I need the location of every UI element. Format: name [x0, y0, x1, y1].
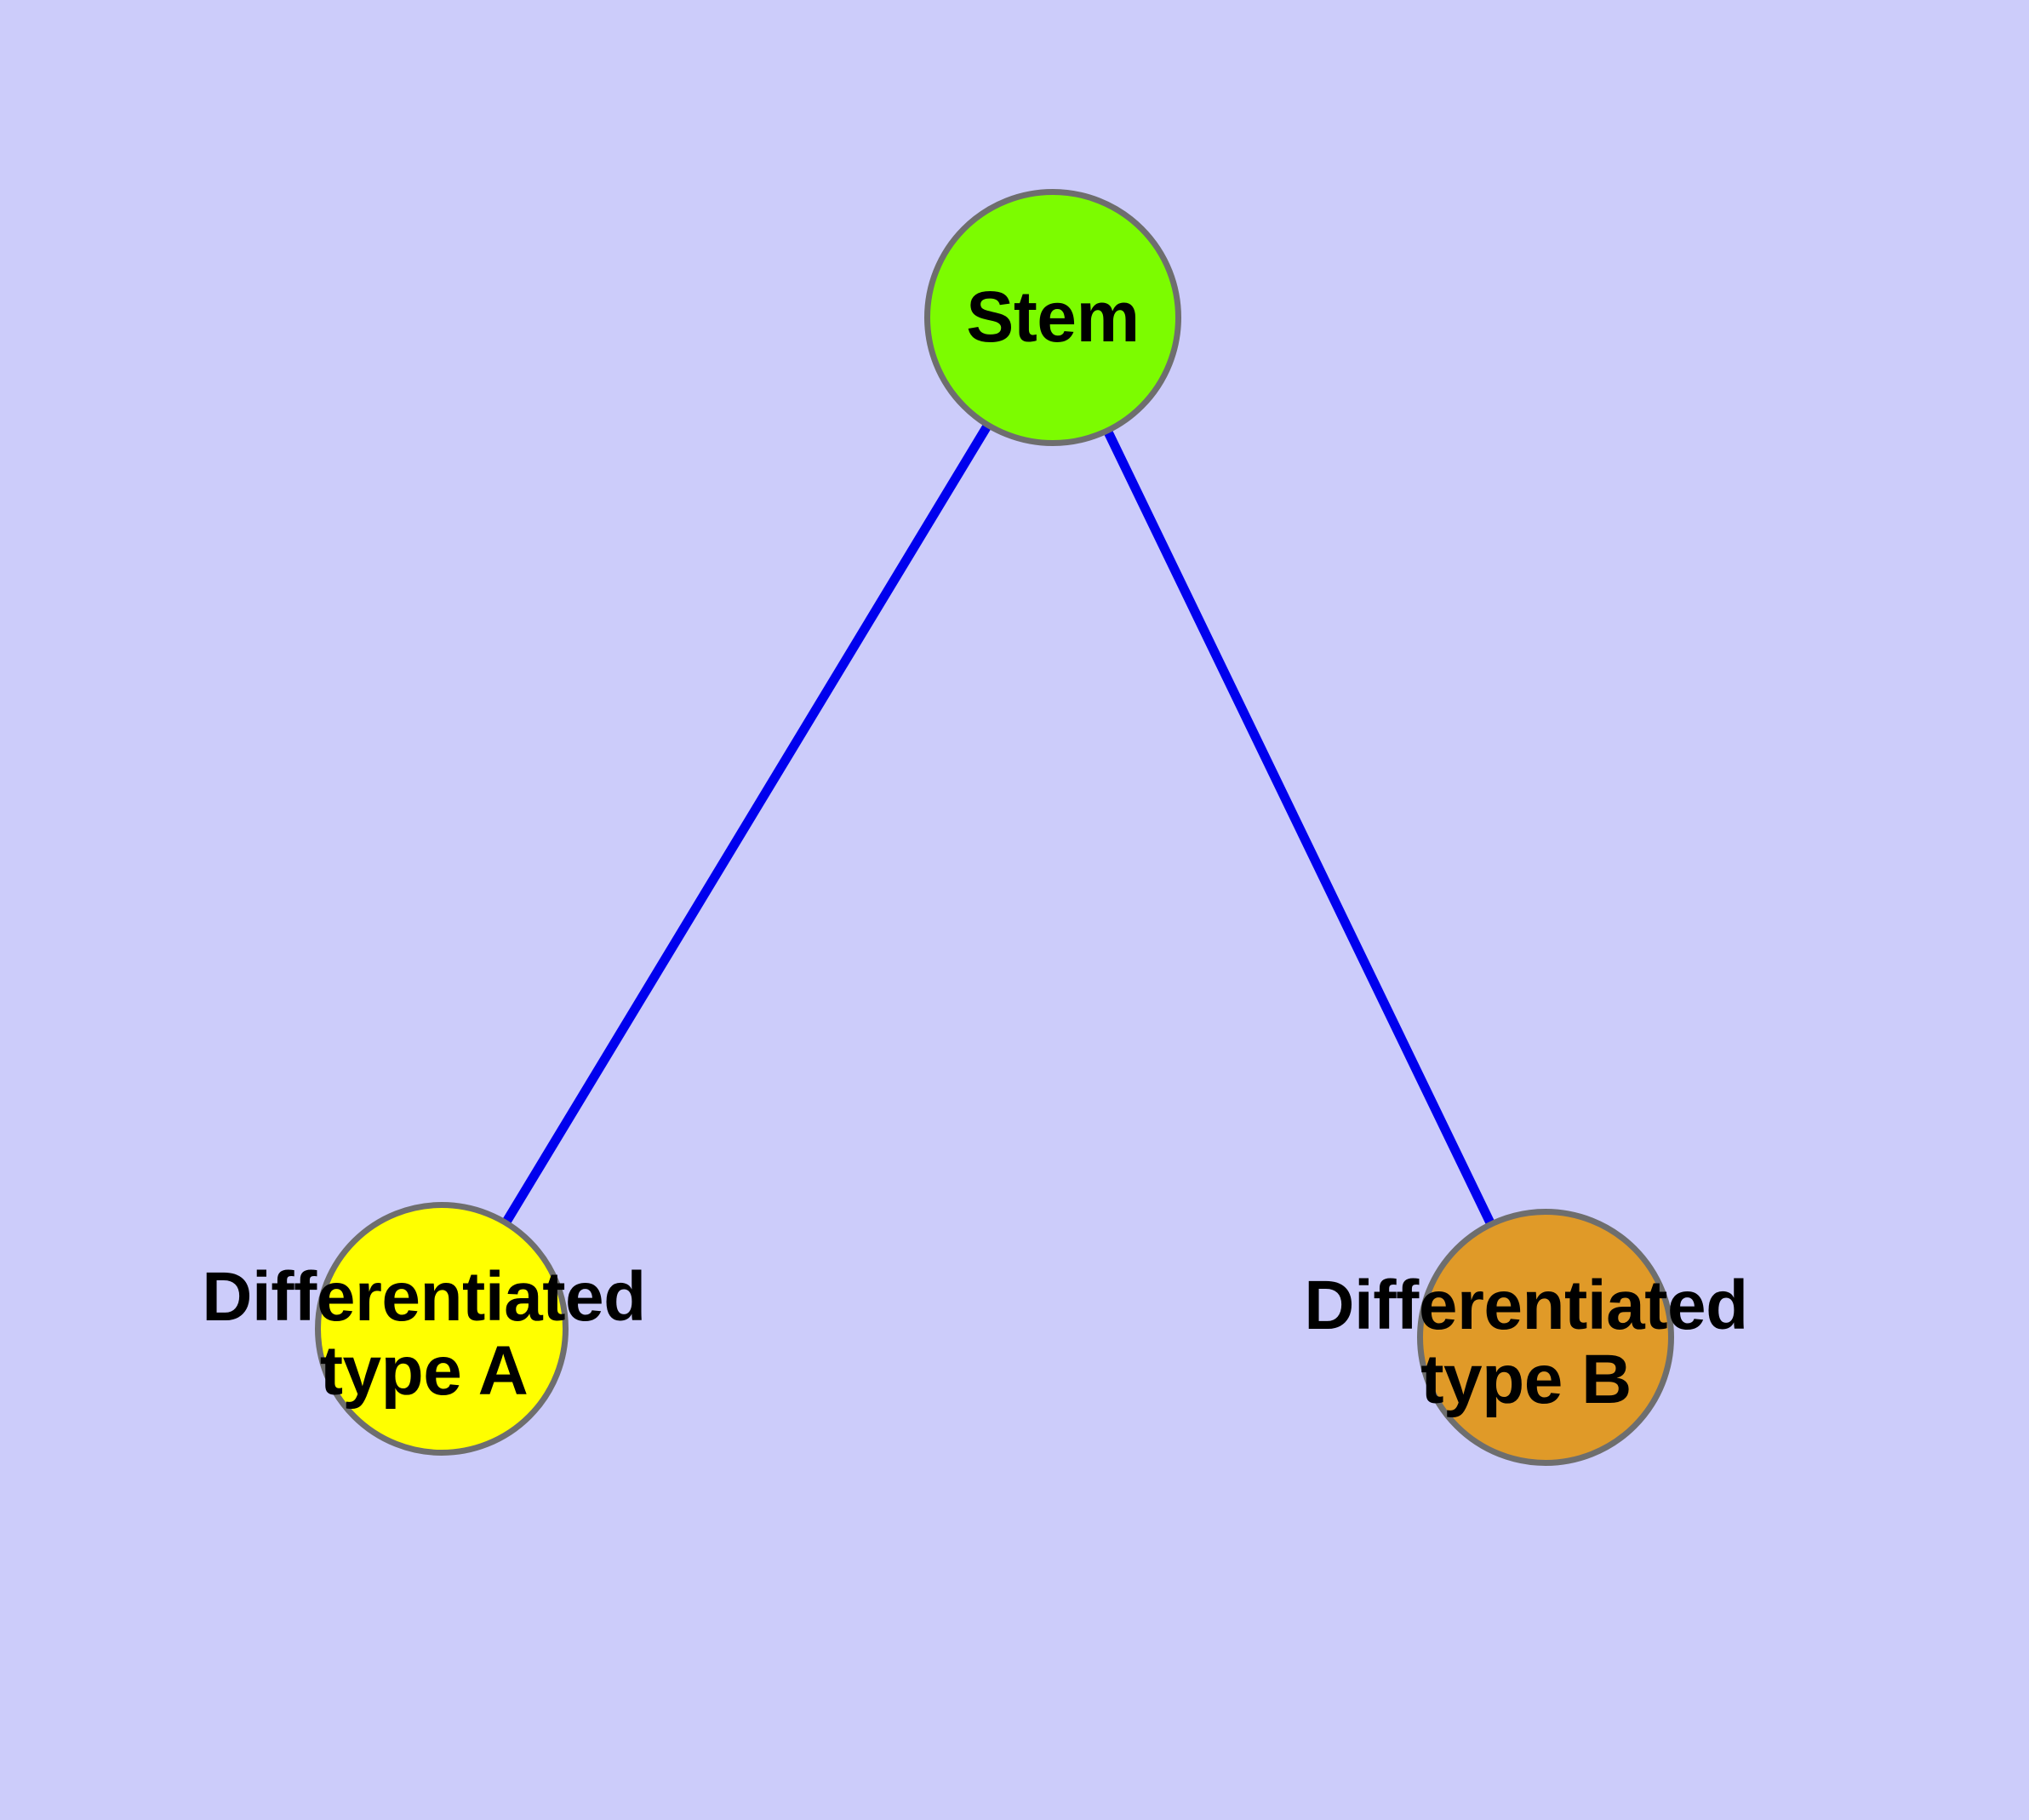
node-differentiated-type-a[interactable]	[315, 1202, 569, 1456]
edge-stem-to-diff-b	[1103, 427, 1495, 1228]
node-differentiated-type-b[interactable]	[1417, 1209, 1674, 1466]
edge-stem-to-diff-a	[501, 421, 992, 1226]
node-stem[interactable]	[924, 189, 1181, 446]
